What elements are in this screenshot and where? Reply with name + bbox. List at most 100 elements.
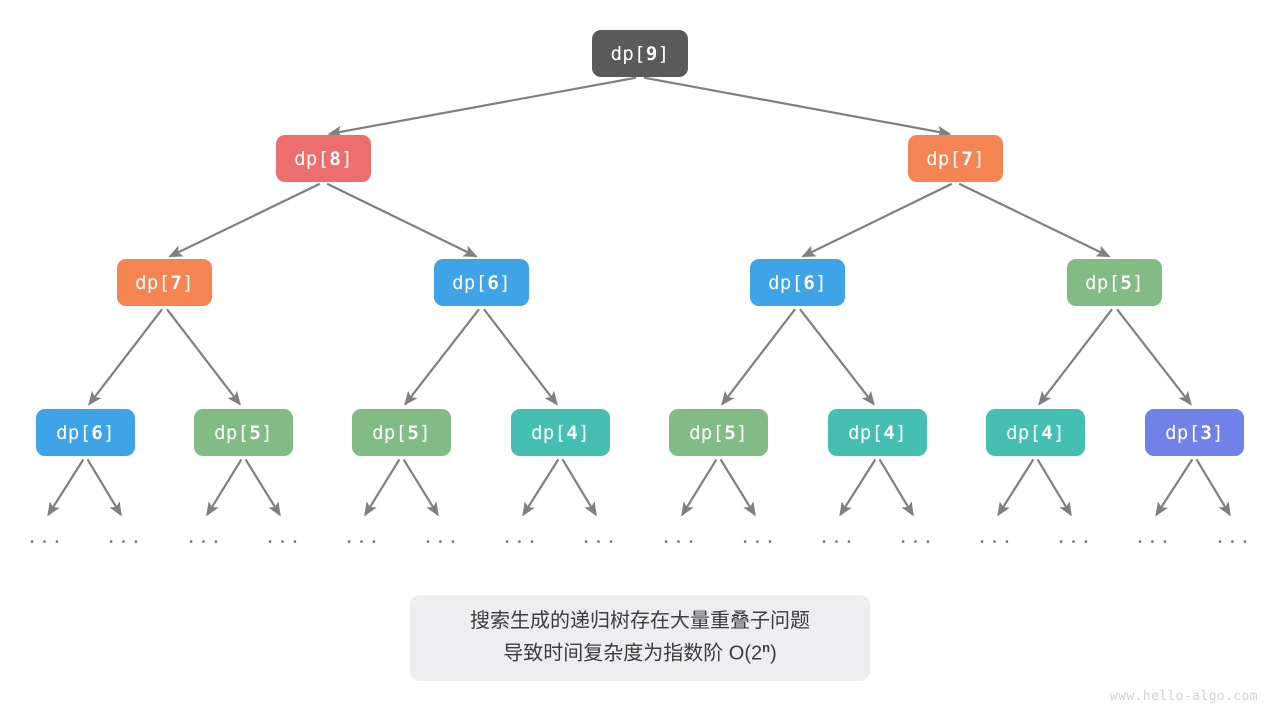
caption-line-2-suffix: ) <box>770 642 777 665</box>
stub-n8-0 <box>206 458 243 517</box>
caption-line-1: 搜索生成的递归树存在大量重叠子问题 <box>470 610 810 633</box>
stub-n13-0 <box>997 458 1035 517</box>
node-label-suffix: ] <box>736 421 748 444</box>
edge-n0-to-n2 <box>643 76 952 138</box>
tree-node-dp4-n10[interactable]: dp[4] <box>511 409 610 456</box>
stub-n14-1 <box>1195 458 1231 517</box>
node-label-prefix: dp[ <box>848 421 884 444</box>
node-label-suffix: ] <box>578 421 590 444</box>
node-label-prefix: dp[ <box>294 147 330 170</box>
node-label-prefix: dp[ <box>926 147 962 170</box>
node-index: 4 <box>1041 421 1054 444</box>
node-label-suffix: ] <box>341 147 353 170</box>
node-index: 5 <box>407 421 420 444</box>
tree-node-dp8-n1[interactable]: dp[8] <box>276 135 371 182</box>
stub-n7-1 <box>86 458 122 517</box>
stub-n7-0 <box>47 458 85 517</box>
caption-box: 搜索生成的递归树存在大量重叠子问题 导致时间复杂度为指数阶 O(2n) <box>410 595 870 681</box>
node-label-prefix: dp[ <box>1165 421 1201 444</box>
node-label-suffix: ] <box>419 421 431 444</box>
stub-n11-0 <box>681 458 718 517</box>
edge-n1-to-n3 <box>168 182 321 258</box>
node-label-prefix: dp[ <box>610 42 646 65</box>
ellipsis-marker: ... <box>897 526 935 548</box>
stub-n11-1 <box>719 458 756 517</box>
node-index: 7 <box>170 271 183 294</box>
tree-node-dp6-n5[interactable]: dp[6] <box>750 259 845 306</box>
tree-node-dp4-n13[interactable]: dp[4] <box>986 409 1085 456</box>
ellipsis-marker: ... <box>1055 526 1093 548</box>
node-index: 7 <box>961 147 974 170</box>
ellipsis-marker: ... <box>1134 526 1172 548</box>
ellipsis-marker: ... <box>105 526 143 548</box>
node-label-prefix: dp[ <box>214 421 250 444</box>
node-label-prefix: dp[ <box>1006 421 1042 444</box>
stub-n12-0 <box>839 458 877 517</box>
ellipsis-marker: ... <box>343 526 381 548</box>
node-index: 6 <box>91 421 104 444</box>
node-label-prefix: dp[ <box>531 421 567 444</box>
node-label-suffix: ] <box>1212 421 1224 444</box>
node-label-prefix: dp[ <box>689 421 725 444</box>
stub-n12-1 <box>878 458 914 517</box>
tree-node-dp6-n4[interactable]: dp[6] <box>434 259 529 306</box>
ellipsis-marker: ... <box>739 526 777 548</box>
node-label-prefix: dp[ <box>135 271 171 294</box>
node-label-suffix: ] <box>261 421 273 444</box>
ellipsis-marker: ... <box>580 526 618 548</box>
ellipsis-marker: ... <box>26 526 64 548</box>
node-label-suffix: ] <box>103 421 115 444</box>
node-index: 5 <box>1120 271 1133 294</box>
node-label-suffix: ] <box>973 147 985 170</box>
ellipsis-marker: ... <box>660 526 698 548</box>
stub-n9-0 <box>364 458 401 517</box>
node-label-prefix: dp[ <box>56 421 92 444</box>
ellipsis-marker: ... <box>1214 526 1252 548</box>
tree-node-dp5-n11[interactable]: dp[5] <box>669 409 768 456</box>
edge-n3-to-n8 <box>166 308 241 406</box>
tree-edges <box>88 76 1192 406</box>
node-label-prefix: dp[ <box>372 421 408 444</box>
node-label-suffix: ] <box>815 271 827 294</box>
caption-line-2-prefix: 导致时间复杂度为指数阶 O(2 <box>503 642 763 665</box>
stub-n8-1 <box>244 458 281 517</box>
edge-n5-to-n12 <box>799 308 875 406</box>
tree-node-dp6-n7[interactable]: dp[6] <box>36 409 135 456</box>
node-label-prefix: dp[ <box>1085 271 1121 294</box>
node-label-suffix: ] <box>895 421 907 444</box>
node-label-suffix: ] <box>1053 421 1065 444</box>
tree-node-dp4-n12[interactable]: dp[4] <box>828 409 927 456</box>
stub-n10-1 <box>561 458 597 517</box>
node-index: 5 <box>249 421 262 444</box>
node-index: 4 <box>883 421 896 444</box>
ellipsis-marker: ... <box>264 526 302 548</box>
ellipsis-marker: ... <box>185 526 223 548</box>
node-label-suffix: ] <box>1132 271 1144 294</box>
watermark: www.hello-algo.com <box>1109 689 1258 704</box>
tree-node-dp3-n14[interactable]: dp[3] <box>1145 409 1244 456</box>
stub-n14-0 <box>1155 458 1194 517</box>
leaf-stub-edges <box>47 458 1231 517</box>
node-index: 8 <box>329 147 342 170</box>
tree-node-dp7-n3[interactable]: dp[7] <box>117 259 212 306</box>
tree-node-dp7-n2[interactable]: dp[7] <box>908 135 1003 182</box>
node-index: 4 <box>566 421 579 444</box>
edge-n2-to-n6 <box>958 182 1111 258</box>
ellipsis-marker: ... <box>976 526 1014 548</box>
tree-node-dp5-n9[interactable]: dp[5] <box>352 409 451 456</box>
edge-n6-to-n13 <box>1038 308 1113 406</box>
node-index: 3 <box>1200 421 1213 444</box>
node-label-prefix: dp[ <box>452 271 488 294</box>
node-index: 9 <box>645 42 658 65</box>
tree-node-dp5-n8[interactable]: dp[5] <box>194 409 293 456</box>
node-label-suffix: ] <box>657 42 670 65</box>
tree-node-dp9-n0[interactable]: dp[9] <box>592 30 688 77</box>
edge-n3-to-n7 <box>88 308 163 406</box>
edge-n0-to-n1 <box>327 76 637 138</box>
node-index: 6 <box>803 271 816 294</box>
edge-n1-to-n4 <box>326 182 478 258</box>
node-label-prefix: dp[ <box>768 271 804 294</box>
node-label-suffix: ] <box>499 271 511 294</box>
tree-node-dp5-n6[interactable]: dp[5] <box>1067 259 1162 306</box>
